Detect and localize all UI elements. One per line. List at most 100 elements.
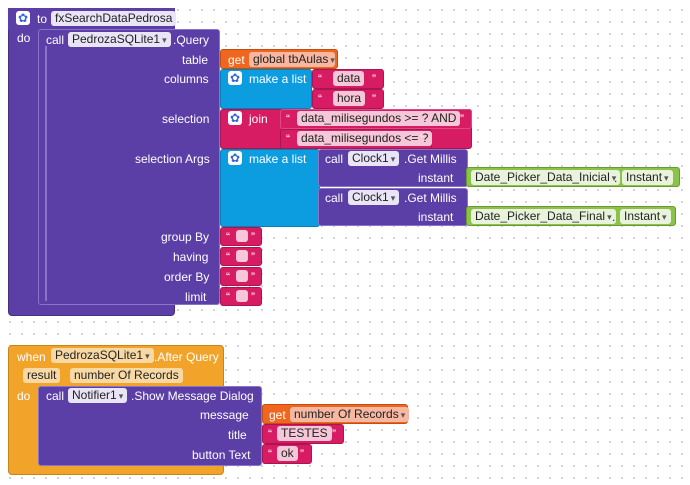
call-label: call	[325, 152, 344, 166]
quote-close: ”	[251, 270, 255, 284]
title-text-value[interactable]: TESTES	[277, 426, 332, 441]
instant-label: instant	[418, 171, 454, 185]
quote-open: “	[226, 290, 230, 304]
query-method-label: .Query	[173, 33, 210, 47]
arg-selection-args-label: selection Args	[135, 152, 210, 166]
event-component-name: PedrozaSQLite1	[55, 348, 144, 362]
do-label: do	[17, 31, 31, 45]
records-var-dropdown[interactable]: number Of Records▾	[290, 407, 410, 422]
join-mutator-gear-icon[interactable]: ✿	[228, 111, 242, 125]
do-label: do	[17, 389, 31, 403]
chevron-down-icon: ▾	[611, 173, 617, 183]
quote-open: “	[318, 72, 322, 86]
column-data-value[interactable]: data	[333, 71, 365, 86]
notifier-component-dropdown[interactable]: Notifier1▾	[68, 388, 128, 403]
chevron-down-icon: ▾	[400, 410, 406, 420]
quote-close: ”	[251, 250, 255, 264]
message-label: message	[200, 408, 249, 422]
quote-open: “	[226, 270, 230, 284]
make-list-label: make a list	[249, 72, 307, 86]
selection-text-2-value[interactable]: data_milisegundos <= ?	[297, 131, 433, 146]
instant-prop-name: Instant	[626, 170, 663, 184]
call-label: call	[46, 33, 65, 47]
chevron-down-icon: ▾	[390, 154, 396, 164]
event-name-label: .After Query	[154, 350, 219, 364]
quote-close: ”	[300, 447, 304, 461]
arg-columns-label: columns	[164, 72, 209, 86]
param-result[interactable]: result	[23, 368, 61, 383]
quote-close: ”	[251, 230, 255, 244]
sqlite-component-dropdown[interactable]: PedrozaSQLite1▾	[68, 32, 171, 47]
get-label: get	[228, 53, 245, 67]
dot-separator: .	[612, 210, 616, 224]
instant-prop-dropdown-1[interactable]: Instant▾	[622, 170, 673, 185]
date-picker-2-name: Date_Picker_Data_Final	[475, 209, 606, 223]
having-empty-value[interactable]	[236, 250, 248, 262]
clock-component-name: Clock1	[352, 190, 389, 204]
procedure-name-field[interactable]: fxSearchDataPedrosa	[51, 11, 177, 26]
instant-prop-name: Instant	[624, 209, 661, 223]
clock-component-dropdown[interactable]: Clock1▾	[348, 190, 400, 205]
query-call-inner-edge	[45, 46, 47, 301]
limit-empty-value[interactable]	[236, 290, 248, 302]
when-label: when	[17, 350, 46, 364]
query-call-block[interactable]	[38, 29, 220, 305]
call-label: call	[46, 389, 65, 403]
quote-open: “	[286, 112, 290, 126]
to-label: to	[37, 12, 48, 26]
date-picker-1-name: Date_Picker_Data_Inicial	[475, 170, 610, 184]
event-component-dropdown[interactable]: PedrozaSQLite1▾	[51, 348, 154, 363]
quote-open: “	[226, 250, 230, 264]
param-number-of-records[interactable]: number Of Records	[70, 368, 183, 383]
show-message-dialog-label: .Show Message Dialog	[131, 389, 254, 403]
button-text-value[interactable]: ok	[277, 446, 298, 461]
quote-open: “	[268, 427, 272, 441]
sqlite-component-name: PedrozaSQLite1	[72, 32, 161, 46]
clock-component-dropdown[interactable]: Clock1▾	[348, 151, 400, 166]
chevron-down-icon: ▾	[607, 212, 612, 222]
get-millis-label: .Get Millis	[404, 152, 457, 166]
quote-open: “	[226, 230, 230, 244]
quote-close: ”	[460, 112, 464, 126]
arg-having-label: having	[173, 250, 209, 264]
instant-prop-dropdown-2[interactable]: Instant▾	[620, 209, 671, 224]
get-millis-label: .Get Millis	[404, 191, 457, 205]
dot-separator: .	[614, 171, 618, 185]
column-hora-value[interactable]: hora	[333, 91, 366, 106]
order-by-empty-value[interactable]	[236, 270, 248, 282]
quote-close: ”	[332, 427, 336, 441]
quote-open: “	[318, 92, 322, 106]
selection-args-list-block[interactable]	[220, 149, 320, 227]
table-var-dropdown[interactable]: global tbAulas▾	[249, 52, 335, 67]
chevron-down-icon: ▾	[664, 173, 669, 183]
list-mutator-gear-icon[interactable]: ✿	[228, 71, 242, 85]
quote-close: ”	[372, 92, 376, 106]
chevron-down-icon: ▾	[330, 55, 335, 65]
title-label: title	[228, 428, 247, 442]
quote-close: ”	[251, 290, 255, 304]
group-by-empty-value[interactable]	[236, 230, 248, 242]
notifier-component-name: Notifier1	[72, 388, 117, 402]
arg-selection-label: selection	[162, 112, 210, 126]
arg-limit-label: limit	[185, 290, 207, 304]
date-picker-dropdown-1[interactable]: Date_Picker_Data_Inicial▾	[471, 170, 621, 185]
arg-order-by-label: order By	[164, 270, 210, 284]
arg-table-label: table	[182, 53, 209, 67]
quote-close: ”	[420, 132, 424, 146]
chevron-down-icon: ▾	[162, 35, 167, 45]
clock-component-name: Clock1	[352, 151, 389, 165]
chevron-down-icon: ▾	[662, 212, 667, 222]
quote-open: “	[268, 447, 272, 461]
arg-group-by-label: group By	[161, 230, 210, 244]
chevron-down-icon: ▾	[145, 351, 150, 361]
list-mutator-gear-icon[interactable]: ✿	[228, 151, 242, 165]
date-picker-dropdown-2[interactable]: Date_Picker_Data_Final▾	[471, 209, 616, 224]
mutator-gear-icon[interactable]: ✿	[16, 11, 30, 25]
chevron-down-icon: ▾	[390, 193, 396, 203]
table-var-name: global tbAulas	[253, 52, 329, 66]
join-label: join	[249, 112, 268, 126]
call-label: call	[325, 191, 344, 205]
selection-text-1-value[interactable]: data_milisegundos >= ? AND	[297, 111, 461, 126]
quote-open: “	[286, 132, 290, 146]
make-list-label: make a list	[249, 152, 307, 166]
